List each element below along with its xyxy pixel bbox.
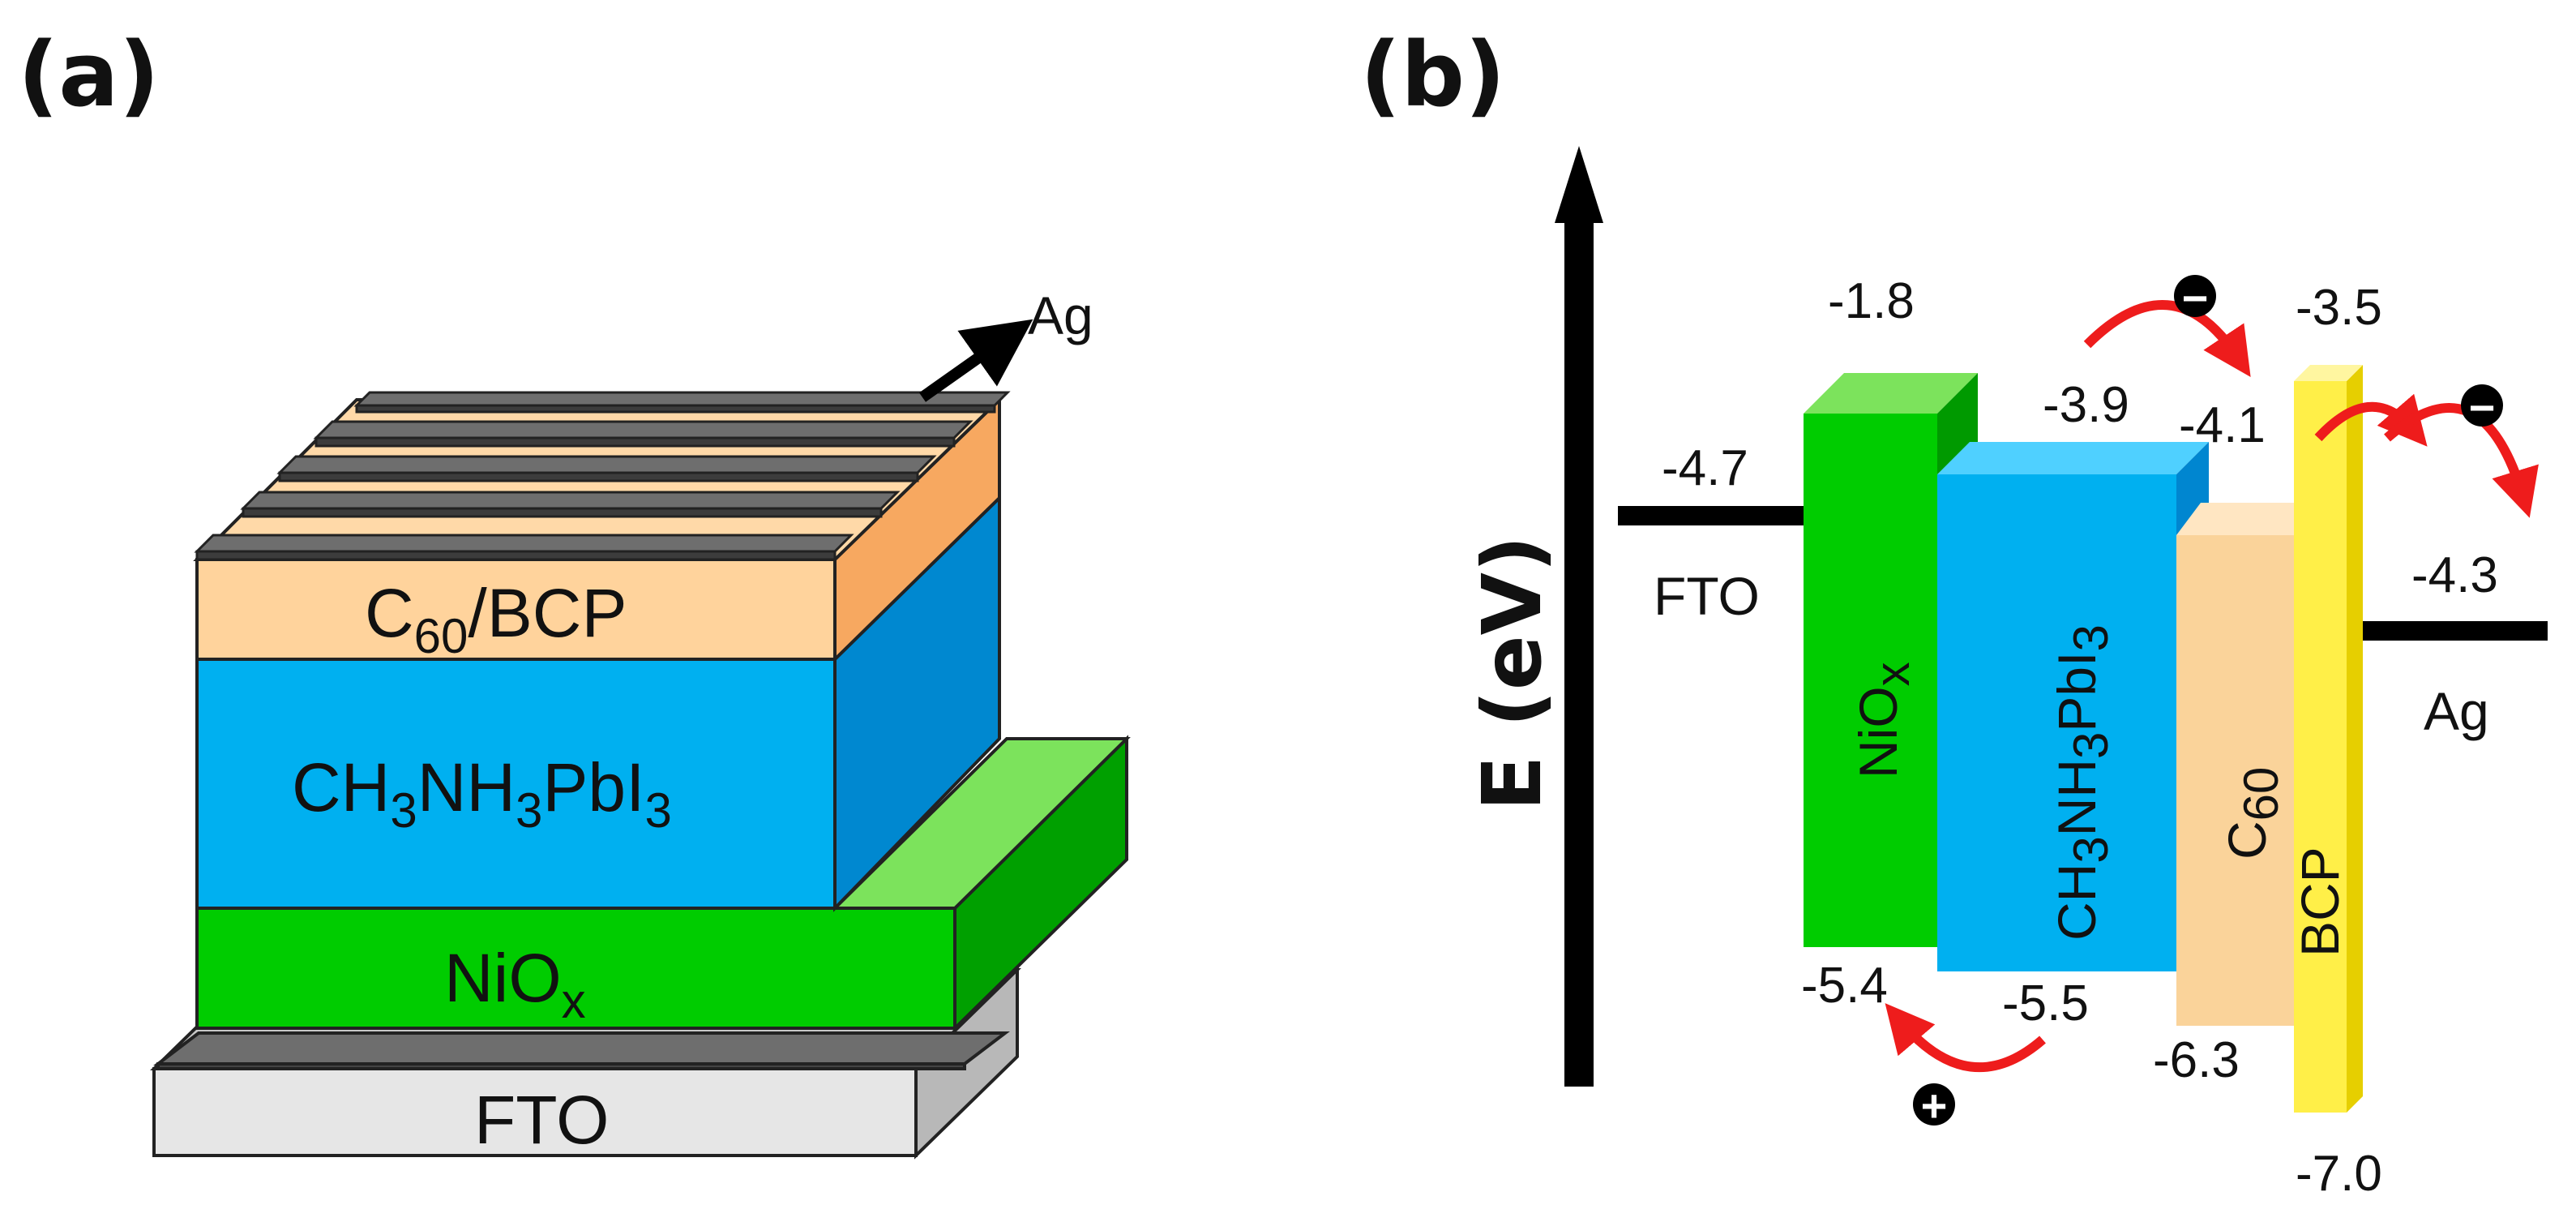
ag-pointer-arrow — [918, 319, 1033, 402]
c60-top-level: -4.1 — [2179, 397, 2266, 453]
panel-a: (a) FTO NiOx CH3NH3PbI3 — [18, 23, 1131, 1160]
svg-text:−: − — [2182, 272, 2209, 324]
nio-bottom-level: -5.4 — [1801, 958, 1888, 1014]
fto-electrode-label: FTO — [1654, 566, 1760, 626]
energy-axis-title: E (eV) — [1465, 535, 1560, 811]
energy-axis-arrowhead — [1555, 146, 1603, 223]
hole-symbol: + — [1913, 1080, 1955, 1131]
fto-level-value: -4.7 — [1662, 440, 1748, 496]
electron-symbol-2: − — [2461, 382, 2503, 433]
nio-top-level: -1.8 — [1828, 273, 1915, 329]
electron-arrow-bcp-to-ag — [2384, 403, 2539, 518]
ag-electrode-label: Ag — [1028, 285, 1093, 345]
electron-arrow-c60-to-bcp — [2314, 393, 2428, 447]
ag-electrode-label-b: Ag — [2424, 681, 2489, 741]
perovskite-band — [1937, 442, 2209, 971]
bcp-band-label: BCP — [2290, 847, 2350, 957]
bcp-band — [2294, 365, 2363, 1113]
perovskite-top-level: -3.9 — [2043, 377, 2129, 433]
c60-band-label: C60 — [2217, 767, 2288, 860]
panel-a-label: (a) — [18, 23, 160, 126]
c60-band — [2176, 503, 2314, 1026]
perovskite-layer-label: CH3NH3PbI3 — [292, 749, 672, 838]
electron-arrow-perov-to-c60 — [2083, 300, 2251, 377]
svg-text:−: − — [2469, 382, 2496, 433]
nio-layer-label: NiOx — [444, 940, 586, 1028]
nio-band-label: NiOx — [1848, 662, 1919, 778]
c60-bottom-level: -6.3 — [2153, 1032, 2240, 1088]
bcp-top-level: -3.5 — [2296, 280, 2382, 336]
nio-layer — [195, 735, 1131, 1032]
ag-level-value: -4.3 — [2411, 547, 2498, 603]
electron-symbol-1: − — [2174, 272, 2216, 324]
perovskite-layer — [195, 494, 1001, 912]
perovskite-band-label: CH3NH3PbI3 — [2047, 624, 2118, 941]
svg-text:+: + — [1921, 1080, 1948, 1131]
c60-bcp-layer-label: C60/BCP — [365, 575, 627, 663]
panel-b: (b) E (eV) FTO -4.7 NiOx -1.8 -5.4 CH3NH… — [1360, 23, 2548, 1202]
ag-strips — [194, 391, 1011, 561]
bcp-bottom-level: -7.0 — [2296, 1146, 2382, 1202]
perovskite-bottom-level: -5.5 — [2002, 975, 2089, 1031]
panel-b-label: (b) — [1360, 23, 1505, 126]
hole-arrow-perov-to-nio — [1885, 1003, 2046, 1073]
fto-layer-label: FTO — [474, 1082, 609, 1158]
